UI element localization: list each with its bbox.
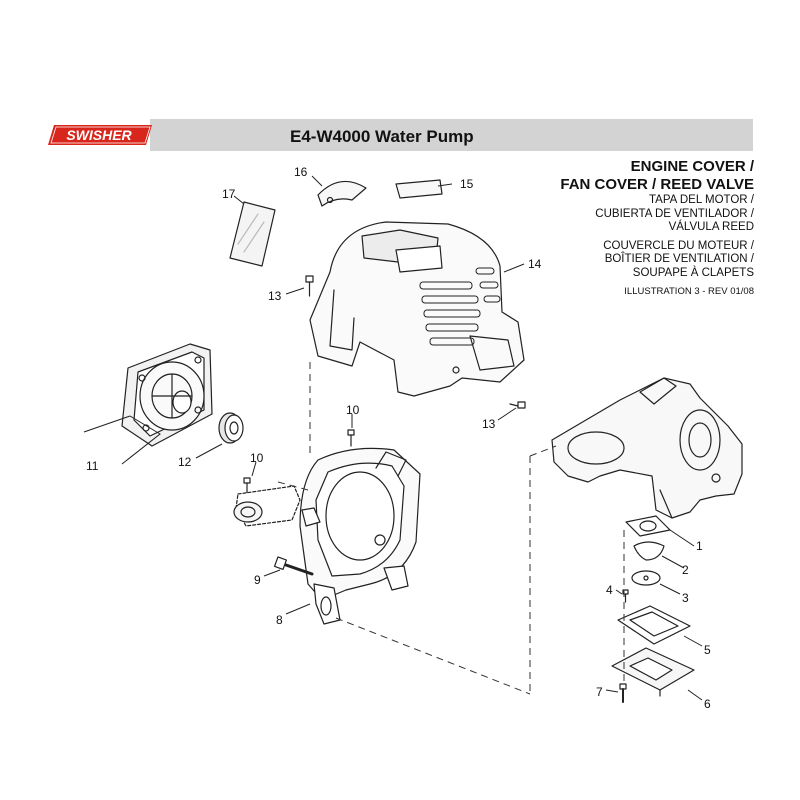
callout-4: 4 — [606, 583, 613, 597]
callout-17: 17 — [222, 187, 236, 201]
callout-9: 9 — [254, 573, 261, 587]
part-3-stopper — [631, 570, 661, 586]
part-13-screw-lower — [509, 401, 526, 409]
title-es-3: VÁLVULA REED — [668, 221, 754, 233]
crankcase — [551, 377, 743, 519]
part-10-screw-upper — [347, 429, 355, 447]
callout-6: 6 — [704, 697, 711, 711]
callout-13-lower: 13 — [482, 417, 496, 431]
callout-3: 3 — [682, 591, 689, 605]
callout-1: 1 — [696, 539, 703, 553]
callout-14: 14 — [528, 257, 542, 271]
callout-12: 12 — [178, 455, 192, 469]
callout-8: 8 — [276, 613, 283, 627]
title-fr-1: COUVERCLE DU MOTEUR / — [603, 239, 754, 252]
callout-2: 2 — [682, 563, 689, 577]
header-bar — [150, 119, 753, 151]
part-9-bolt — [273, 556, 314, 576]
part-8-fan-cover — [299, 447, 421, 625]
callout-7: 7 — [596, 685, 603, 699]
title-fr-3: SOUPAPE À CLAPETS — [632, 266, 754, 279]
part-17-gasket — [229, 201, 276, 267]
part-16-cap — [317, 180, 367, 207]
part-4-screw — [622, 589, 629, 603]
part-10-screw-left — [243, 477, 251, 495]
title-es-1: TAPA DEL MOTOR / — [648, 194, 754, 206]
callout-10-upper: 10 — [346, 403, 360, 417]
callout-16: 16 — [294, 165, 308, 179]
bracket-boss — [233, 501, 263, 523]
part-15-pad — [395, 179, 443, 199]
part-2-reed — [633, 541, 665, 561]
title-en-1: ENGINE COVER / — [630, 158, 754, 175]
section-titles: ENGINE COVER / FAN COVER / REED VALVE TA… — [560, 158, 754, 297]
part-7-screw — [619, 683, 627, 703]
callout-13-upper: 13 — [268, 289, 282, 303]
brand-logo: SWISHER — [48, 125, 152, 145]
callout-11: 11 — [86, 459, 99, 473]
part-5-gasket-frame — [617, 605, 691, 645]
title-fr-2: BOÎTIER DE VENTILATION / — [604, 253, 754, 265]
callout-10-left: 10 — [250, 451, 264, 465]
title-es-2: CUBIERTA DE VENTILADOR / — [595, 207, 754, 220]
part-1-gasket — [625, 515, 671, 537]
part-11-flange-housing — [121, 343, 213, 447]
part-14-engine-cover — [309, 221, 525, 397]
illustration-id: ILLUSTRATION 3 - REV 01/08 — [624, 286, 754, 297]
callout-15: 15 — [460, 177, 474, 191]
part-6-reed-block — [611, 647, 695, 697]
page-title: E4-W4000 Water Pump — [290, 127, 474, 146]
callout-5: 5 — [704, 643, 711, 657]
part-13-screw-upper — [305, 275, 314, 297]
title-en-2: FAN COVER / REED VALVE — [560, 176, 754, 193]
brand-logo-text: SWISHER — [66, 127, 132, 143]
part-12-bearing — [218, 412, 244, 444]
